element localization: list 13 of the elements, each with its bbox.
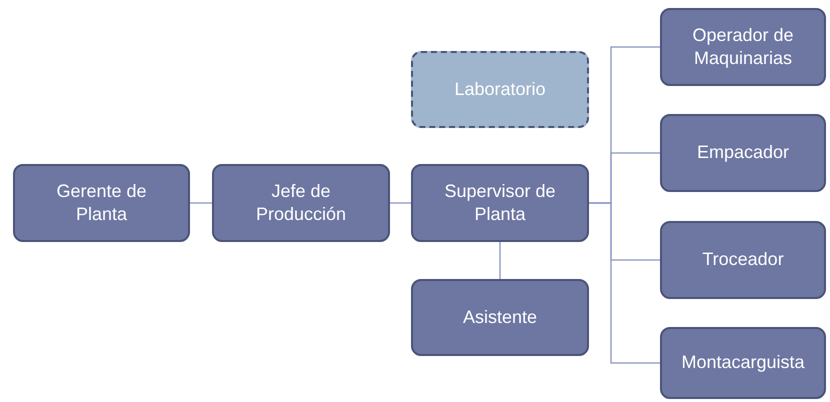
dashed-box: Laboratorio [411,51,589,128]
connector-line [589,202,660,364]
connector-line [190,202,212,204]
connector-line [499,242,501,279]
role-box: Supervisor de Planta [411,164,589,242]
role-box: Operador de Maquinarias [660,8,826,86]
role-box: Empacador [660,114,826,192]
role-box: Troceador [660,221,826,299]
connector-line [390,202,411,204]
role-box: Asistente [411,279,589,356]
role-box: Montacarguista [660,327,826,399]
role-box: Gerente de Planta [13,164,190,242]
role-box: Jefe de Producción [212,164,390,242]
